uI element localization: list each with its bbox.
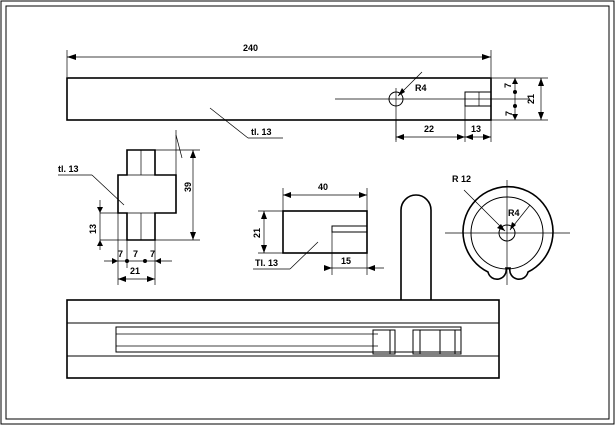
cross-spacing-7a-label: 7	[118, 249, 123, 259]
bar-offset-13-label: 13	[471, 124, 481, 134]
bar-hole-radius-label: R4	[415, 83, 427, 93]
cross-part: tl. 13 39 13 7 7 7 21	[58, 130, 200, 285]
pin-part	[400, 194, 432, 300]
bar-height-7b-label: 7	[504, 111, 514, 116]
bar-offset-22-label: 22	[424, 124, 434, 134]
assembly-outline	[66, 299, 500, 379]
pin-outline	[400, 194, 432, 300]
block-slot	[331, 225, 368, 233]
bar-part: R4 240 tl. 13 22 13 7 7	[66, 43, 548, 142]
bar-height-7a-label: 7	[503, 83, 513, 88]
block-part: 40 21 Tl. 13 15	[252, 182, 384, 275]
cross-thickness-label: tl. 13	[58, 164, 79, 174]
cross-width-21-label: 21	[130, 266, 140, 276]
block-height-21-label: 21	[252, 228, 262, 238]
ring-outer-radius-label: R 12	[452, 174, 471, 184]
cross-width-13-label: 13	[88, 224, 98, 234]
assembly-inner-bar	[115, 326, 462, 353]
block-width-40-label: 40	[318, 182, 328, 192]
block-thickness-label: Tl. 13	[255, 258, 278, 268]
inner-frame	[5, 5, 610, 420]
assembly-part	[66, 299, 500, 379]
ring-part: R 12 R4	[445, 174, 570, 285]
block-slot-15-label: 15	[341, 256, 351, 266]
bar-thickness-label: tl. 13	[251, 127, 272, 137]
bar-length-label: 240	[243, 43, 258, 53]
cross-height-39-label: 39	[183, 182, 193, 192]
ring-inner-radius-label: R4	[508, 208, 520, 218]
cross-spacing-7c-label: 7	[150, 249, 155, 259]
cross-outline	[117, 149, 177, 241]
cross-spacing-7b-label: 7	[133, 249, 138, 259]
bar-height-21-label: 21	[526, 94, 536, 104]
